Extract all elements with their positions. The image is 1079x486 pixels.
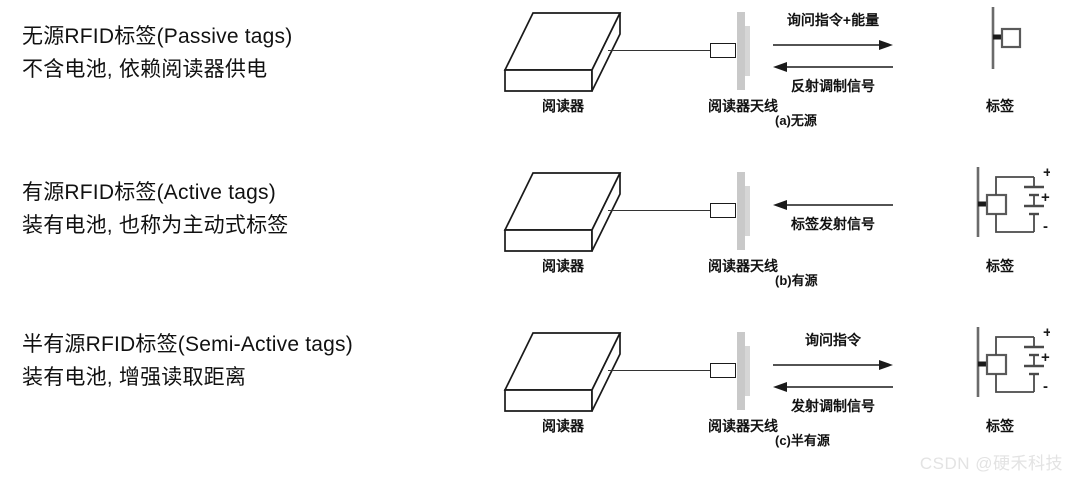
description-line-1: 半有源RFID标签(Semi-Active tags)	[22, 333, 353, 356]
tag-symbol-passive	[975, 5, 1025, 75]
svg-text:+: +	[1043, 165, 1050, 181]
svg-text:+: +	[1041, 349, 1050, 366]
antenna-connector	[710, 203, 736, 218]
svg-text:+: +	[1041, 189, 1050, 206]
signal-label-downlink: 询问指令	[805, 332, 861, 348]
reader-label: 阅读器	[542, 418, 584, 434]
row-semi-active: 半有源RFID标签(Semi-Active tags) 装有电池, 增强读取距离…	[0, 320, 1079, 480]
antenna-connector	[710, 363, 736, 378]
reader-antenna-bar-edge	[745, 186, 750, 236]
tag-label: 标签	[986, 418, 1014, 434]
signal-arrow-left	[773, 380, 893, 394]
tag-label: 标签	[986, 98, 1014, 114]
signal-label-downlink: 询问指令+能量	[786, 12, 880, 28]
reader-box	[503, 168, 623, 253]
reader-box	[503, 8, 623, 93]
reader-cable	[608, 210, 712, 211]
reader-antenna-bar-edge	[745, 346, 750, 396]
description-active: 有源RFID标签(Active tags) 装有电池, 也称为主动式标签	[22, 178, 492, 241]
tag-symbol-battery: + + -	[968, 165, 1050, 247]
row-active: 有源RFID标签(Active tags) 装有电池, 也称为主动式标签 阅读器…	[0, 160, 1079, 320]
reader-label: 阅读器	[542, 98, 584, 114]
signal-label-uplink: 反射调制信号	[791, 78, 875, 94]
reader-cable	[608, 370, 712, 371]
signal-arrow-left	[773, 60, 893, 74]
antenna-connector	[710, 43, 736, 58]
description-line-1: 有源RFID标签(Active tags)	[22, 181, 276, 204]
watermark: CSDN @硬禾科技	[919, 454, 1063, 473]
description-line-2: 装有电池, 增强读取距离	[22, 366, 247, 389]
row-caption: (c)半有源	[775, 433, 830, 448]
row-caption: (b)有源	[775, 273, 818, 288]
description-line-2: 装有电池, 也称为主动式标签	[22, 214, 289, 237]
description-passive: 无源RFID标签(Passive tags) 不含电池, 依赖阅读器供电	[22, 22, 492, 85]
row-passive: 无源RFID标签(Passive tags) 不含电池, 依赖阅读器供电 阅读器…	[0, 0, 1079, 160]
reader-antenna-bar	[737, 172, 745, 250]
row-caption: (a)无源	[775, 113, 817, 128]
signal-label-uplink: 标签发射信号	[791, 216, 875, 232]
reader-label: 阅读器	[542, 258, 584, 274]
description-line-1: 无源RFID标签(Passive tags)	[22, 25, 293, 48]
reader-antenna-bar	[737, 332, 745, 410]
description-line-2: 不含电池, 依赖阅读器供电	[22, 58, 268, 81]
antenna-label: 阅读器天线	[708, 418, 778, 434]
signal-arrow-left	[773, 198, 893, 212]
reader-antenna-bar	[737, 12, 745, 90]
svg-text:-: -	[1043, 378, 1048, 395]
reader-antenna-bar-edge	[745, 26, 750, 76]
svg-text:+: +	[1043, 325, 1050, 341]
tag-symbol-battery: + + -	[968, 325, 1050, 407]
reader-box	[503, 328, 623, 413]
description-semi-active: 半有源RFID标签(Semi-Active tags) 装有电池, 增强读取距离	[22, 330, 492, 393]
reader-cable	[608, 50, 712, 51]
tag-label: 标签	[986, 258, 1014, 274]
signal-arrow-right	[773, 38, 893, 52]
signal-label-uplink: 发射调制信号	[791, 398, 875, 414]
signal-arrow-right	[773, 358, 893, 372]
svg-text:-: -	[1043, 218, 1048, 235]
antenna-label: 阅读器天线	[708, 258, 778, 274]
antenna-label: 阅读器天线	[708, 98, 778, 114]
